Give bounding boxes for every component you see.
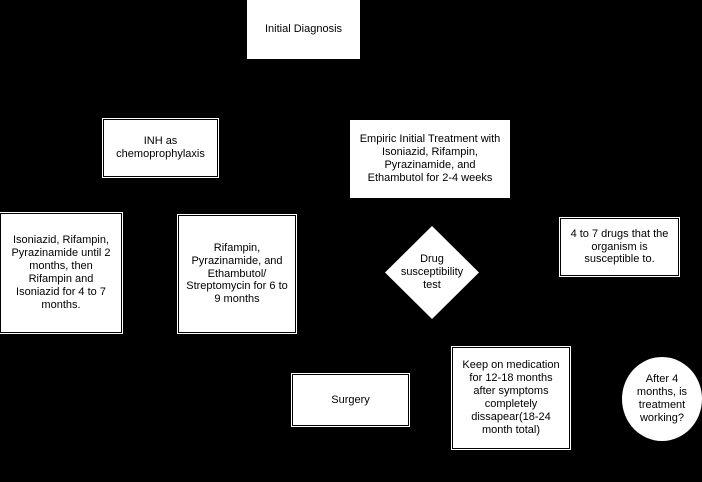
node-label: Empiric Initial Treatment with Isoniazid… — [359, 133, 501, 184]
node-initial-diagnosis[interactable]: Initial Diagnosis — [247, 0, 360, 59]
node-keep-on-medication[interactable]: Keep on medication for 12-18 months afte… — [451, 346, 571, 450]
node-rifampin-pyrazinamide-regimen[interactable]: Rifampin, Pyrazinamide, and Ethambutol/ … — [177, 214, 297, 334]
node-label: Surgery — [331, 393, 370, 406]
node-label: 4 to 7 drugs that the organism is suscep… — [570, 227, 669, 266]
node-label: Isoniazid, Rifampin, Pyrazinamide until … — [11, 234, 111, 311]
node-drug-susceptibility-test[interactable]: Drug susceptibility test — [385, 226, 479, 319]
node-empiric-initial-treatment[interactable]: Empiric Initial Treatment with Isoniazid… — [350, 120, 510, 198]
node-label: Initial Diagnosis — [264, 23, 343, 36]
node-after-four-months-question[interactable]: After 4 months, is treatment working? — [622, 357, 702, 441]
node-surgery[interactable]: Surgery — [291, 373, 410, 427]
node-label: After 4 months, is treatment working? — [636, 373, 688, 424]
node-four-to-seven-drugs[interactable]: 4 to 7 drugs that the organism is suscep… — [559, 217, 680, 277]
node-inh-chemoprophylaxis[interactable]: INH as chemoprophylaxis — [102, 118, 219, 178]
node-isoniazid-rifampin-regimen[interactable]: Isoniazid, Rifampin, Pyrazinamide until … — [0, 212, 123, 334]
node-label: Keep on medication for 12-18 months afte… — [462, 359, 560, 436]
node-label: Drug susceptibility test — [400, 253, 464, 291]
node-label: Rifampin, Pyrazinamide, and Ethambutol/ … — [186, 241, 288, 306]
node-label: INH as chemoprophylaxis — [116, 135, 205, 160]
